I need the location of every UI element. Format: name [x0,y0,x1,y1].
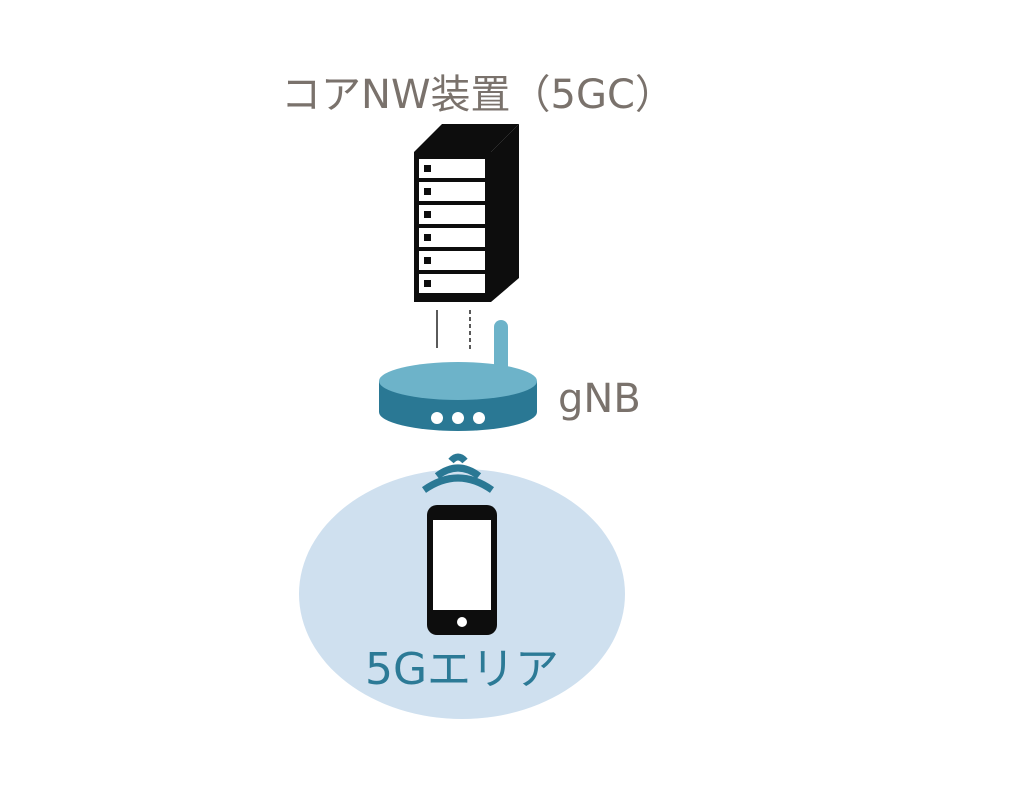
coverage-area-label: 5Gエリア [365,644,559,695]
router-antenna-icon [379,320,537,431]
connection-lines [436,310,471,350]
core-network-label: コアNW装置（5GC） [281,72,675,118]
gnb-label: gNB [558,376,641,422]
wifi-signal-icon [421,453,495,493]
smartphone-icon [427,505,497,635]
server-rack-icon [414,124,519,302]
